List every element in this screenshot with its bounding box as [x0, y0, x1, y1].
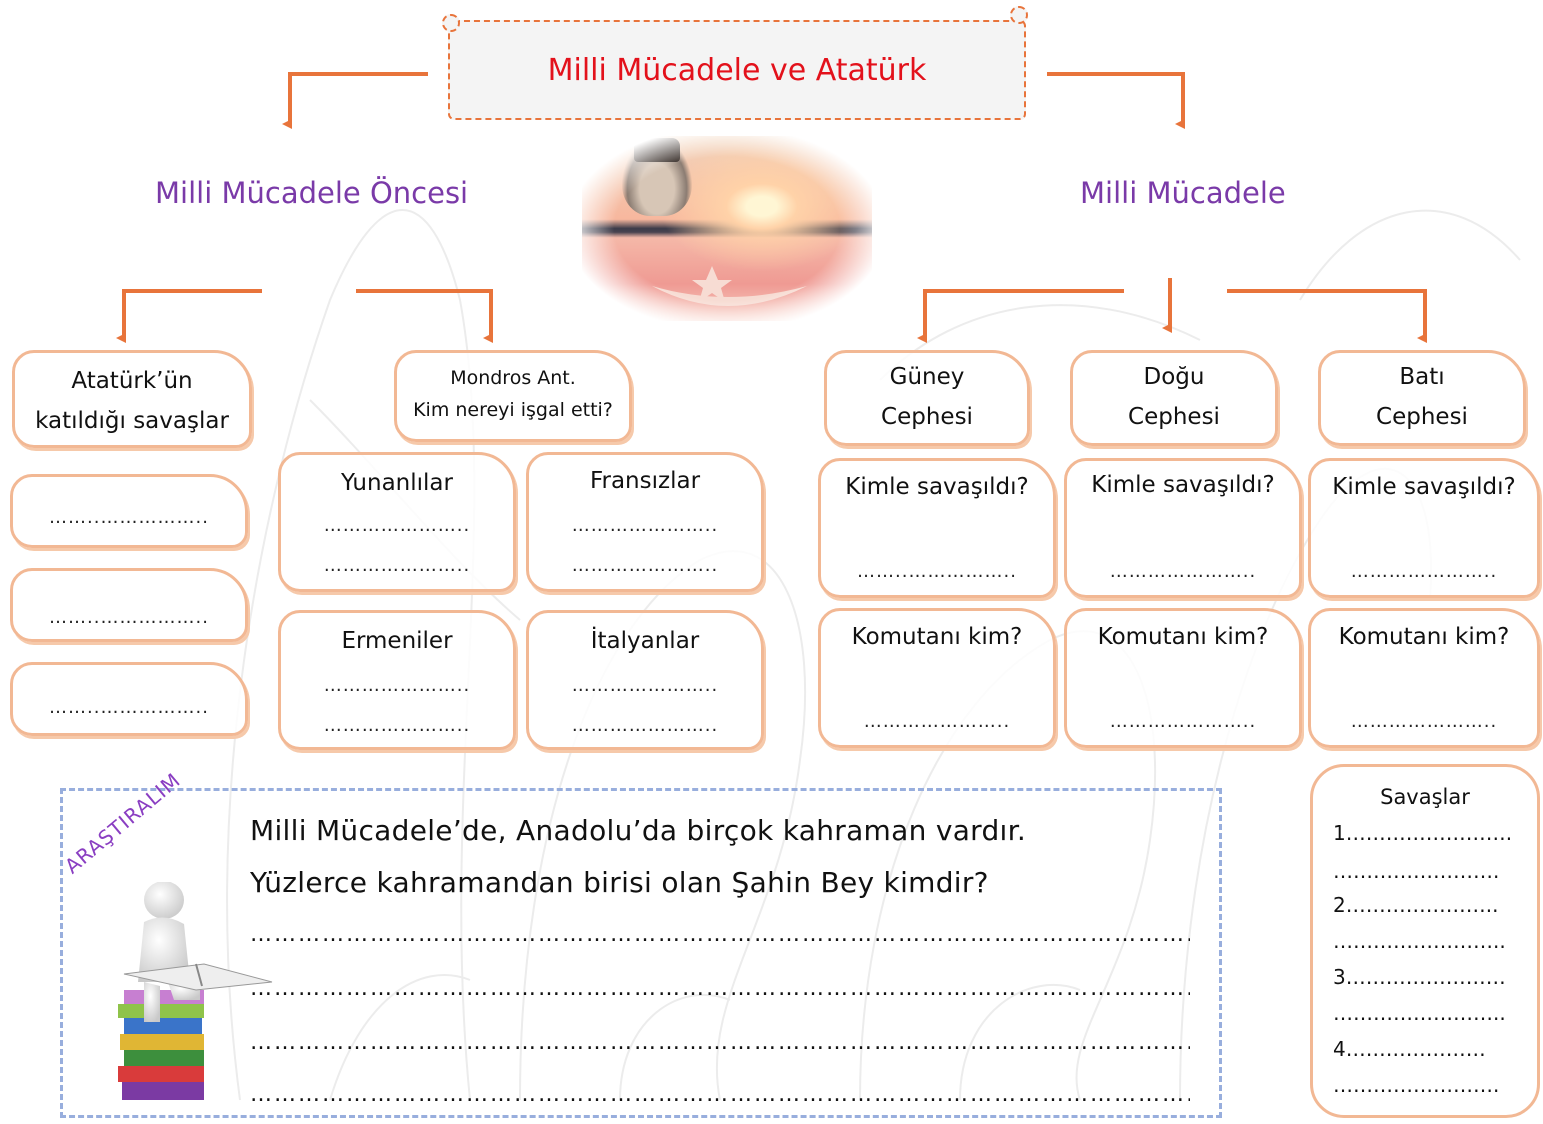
research-question-line2: Yüzlerce kahramandan birisi olan Şahin B… — [250, 866, 989, 899]
who-fought-question: Kimle savaşıldı? — [1332, 474, 1516, 500]
who-fought-question: Kimle savaşıldı? — [1091, 472, 1275, 498]
page-title: Milli Mücadele ve Atatürk — [547, 52, 927, 88]
battle-answer-box: ……..…………….. — [10, 568, 248, 642]
ataturk-portrait — [622, 138, 692, 216]
blank-line: ………………….. — [1350, 561, 1498, 582]
blank-line: ………………….. — [863, 711, 1011, 732]
occupier-name: Yunanlılar — [341, 470, 453, 496]
mondros-box-label-line2: Kim nereyi işgal etti? — [413, 399, 613, 421]
mondros-box-label-line1: Mondros Ant. — [450, 367, 576, 389]
blank-line: ………………….. — [323, 515, 471, 536]
blank-line: ………………….. — [571, 675, 719, 696]
occupier-name: Fransızlar — [589, 468, 701, 494]
wars-list-box: Savaşlar 1……………………. ……………………. 2…………………..… — [1310, 764, 1540, 1118]
blank-line: ………………….. — [571, 715, 719, 736]
occupier-box-greeks: Yunanlılar ………………….. ………………….. — [278, 452, 516, 592]
wars-line: ……………………. — [1333, 859, 1500, 883]
commander-question: Komutanı kim? — [1338, 624, 1510, 650]
blank-line: ………………….. — [1350, 711, 1498, 732]
battles-box-label-line2: katıldığı savaşlar — [35, 408, 229, 434]
commander-question: Komutanı kim? — [1097, 624, 1269, 650]
blank-line: ……..…………….. — [49, 697, 209, 718]
who-fought-question: Kimle savaşıldı? — [845, 474, 1029, 500]
blank-line: ………………….. — [323, 715, 471, 736]
research-question-line1: Milli Mücadele’de, Anadolu’da birçok kah… — [250, 814, 1027, 847]
occupier-name: Ermeniler — [341, 628, 453, 654]
answer-line: …………………………………………………………………………………………………………… — [250, 1030, 1190, 1055]
east-who-fought-box: Kimle savaşıldı? ………………….. — [1064, 458, 1302, 598]
wars-line: ……………………. — [1333, 1073, 1500, 1097]
blank-line: ………………….. — [571, 555, 719, 576]
wars-line: 2………………….. — [1333, 893, 1499, 917]
commander-question: Komutanı kim? — [851, 624, 1023, 650]
wars-line: 1……………………. — [1333, 821, 1513, 845]
west-commander-box: Komutanı kim? ………………….. — [1308, 608, 1540, 748]
blank-line: ………………….. — [1109, 561, 1257, 582]
east-commander-box: Komutanı kim? ………………….. — [1064, 608, 1302, 748]
occupier-name: İtalyanlar — [590, 628, 700, 654]
blank-line: ……..…………….. — [49, 607, 209, 628]
front-label-line1: Doğu — [1143, 364, 1205, 390]
front-label-line2: Cephesi — [1376, 404, 1468, 430]
scroll-curl-icon — [1010, 6, 1028, 24]
research-panel — [60, 788, 1222, 1118]
blank-line: ………………….. — [571, 515, 719, 536]
branch-title-national-struggle: Milli Mücadele — [1080, 176, 1286, 210]
battle-answer-box: ……..…………….. — [10, 662, 248, 736]
front-label-line2: Cephesi — [881, 404, 973, 430]
wars-line: 3…………………… — [1333, 965, 1506, 989]
connector-arrows — [116, 72, 1427, 343]
blank-line: ………………….. — [323, 675, 471, 696]
wars-line: …………………….. — [1333, 929, 1506, 953]
occupier-box-armenians: Ermeniler ………………….. ………………….. — [278, 610, 516, 750]
front-box-south: Güney Cephesi — [824, 350, 1030, 446]
front-box-east: Doğu Cephesi — [1070, 350, 1278, 446]
branch-title-before: Milli Mücadele Öncesi — [155, 176, 469, 210]
title-banner: Milli Mücadele ve Atatürk — [448, 20, 1026, 120]
crescent-star-icon — [652, 266, 807, 306]
wars-line: …………………….. — [1333, 1001, 1506, 1025]
occupier-box-italians: İtalyanlar ………………….. ………………….. — [526, 610, 764, 750]
ataturk-sunset-image — [582, 136, 872, 321]
front-label-line1: Güney — [889, 364, 965, 390]
blank-line: ………………….. — [1109, 711, 1257, 732]
answer-line: …………………………………………………………………………………………………………… — [250, 976, 1190, 1001]
front-box-west: Batı Cephesi — [1318, 350, 1526, 446]
battle-answer-box: ……..…………….. — [10, 474, 248, 548]
occupier-box-french: Fransızlar ………………….. ………………….. — [526, 452, 764, 592]
mondros-box: Mondros Ant. Kim nereyi işgal etti? — [394, 350, 632, 442]
blank-line: ……..…………….. — [49, 507, 209, 528]
blank-line: ……..…………….. — [857, 561, 1017, 582]
front-label-line1: Batı — [1399, 364, 1445, 390]
answer-line: …………………………………………………………………………………………………………… — [250, 922, 1190, 947]
wars-title: Savaşlar — [1380, 785, 1470, 809]
answer-line: …………………………………………………………………………………………………………… — [250, 1082, 1190, 1107]
south-commander-box: Komutanı kim? ………………….. — [818, 608, 1056, 748]
blank-line: ………………….. — [323, 555, 471, 576]
scroll-curl-icon — [442, 14, 460, 32]
battles-box-label-line1: Atatürk’ün — [71, 368, 193, 394]
wars-line: 4………………… — [1333, 1037, 1486, 1061]
battles-box: Atatürk’ün katıldığı savaşlar — [12, 350, 252, 448]
front-label-line2: Cephesi — [1128, 404, 1220, 430]
west-who-fought-box: Kimle savaşıldı? ………………….. — [1308, 458, 1540, 598]
reading-figure-icon — [118, 882, 273, 1100]
south-who-fought-box: Kimle savaşıldı? ……..…………….. — [818, 458, 1056, 598]
